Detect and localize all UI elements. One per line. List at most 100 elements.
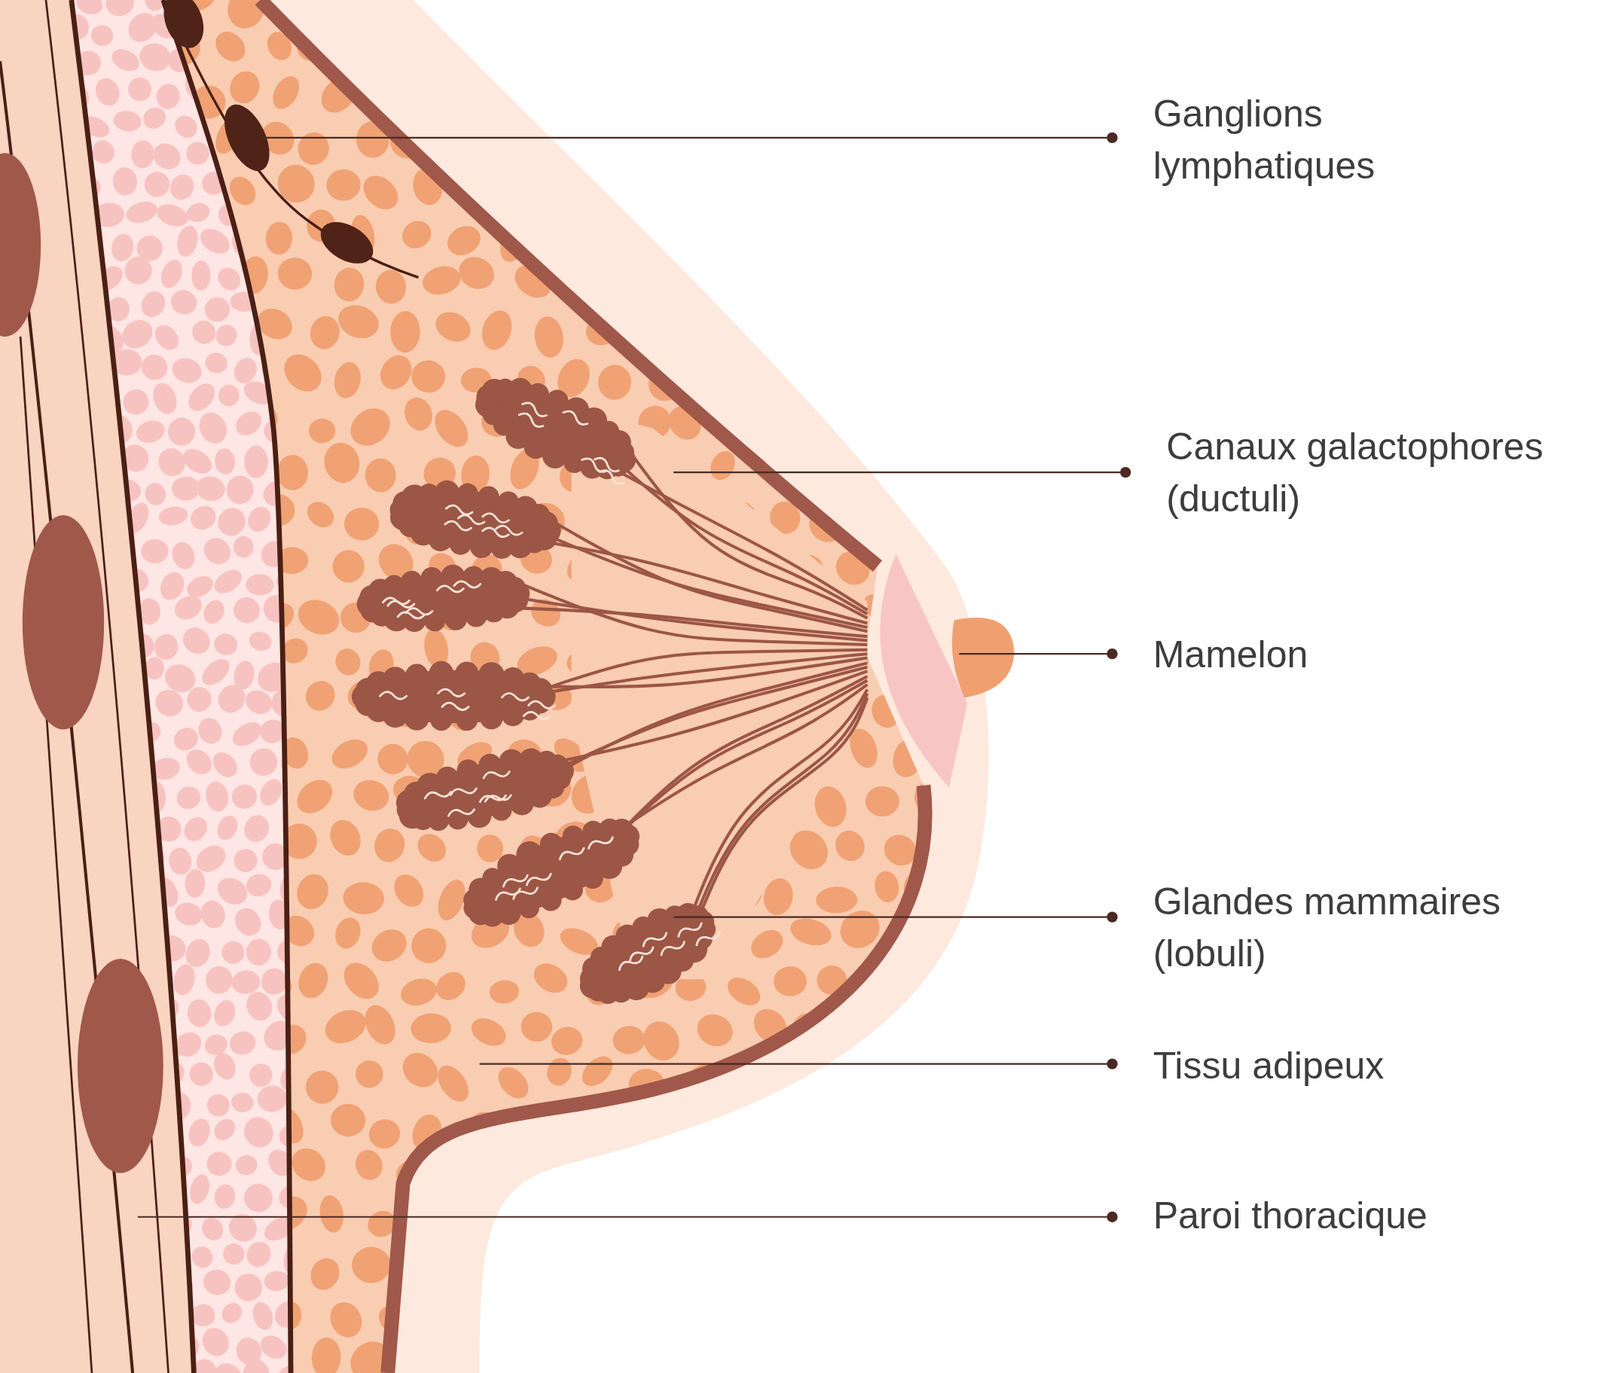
pectoral-cell (64, 561, 93, 593)
leader-dot (1107, 133, 1117, 143)
fat-blob (818, 1251, 865, 1298)
muscle-oval (77, 958, 164, 1173)
fat-blob (670, 215, 710, 246)
fat-blob (276, 909, 321, 953)
fat-blob (685, 345, 733, 393)
fat-blob (774, 1150, 815, 1190)
fat-blob (738, 167, 781, 210)
fat-blob (955, 1051, 1005, 1100)
fat-blob (127, 1214, 163, 1241)
pectoral-cell (190, 1303, 217, 1329)
lobule-highlight (586, 833, 614, 852)
fat-blob (912, 1239, 957, 1284)
muscle-oval (22, 515, 104, 730)
lobule-highlight (617, 952, 645, 973)
fat-blob (818, 319, 852, 355)
pectoral-cell (108, 1273, 141, 1306)
pectoral-cell (118, 384, 155, 420)
fat-blob (576, 1050, 619, 1093)
fat-blob (155, 671, 208, 719)
pectoral-cell (213, 447, 237, 477)
fat-blob (654, 0, 697, 13)
pectoral-cell (72, 534, 104, 568)
fat-blob (326, 733, 373, 775)
leader-dot (1107, 649, 1117, 659)
fat-blob (442, 220, 486, 262)
fat-blob (619, 122, 657, 159)
pectoral-cell (170, 591, 206, 625)
pectoral-cell (36, 472, 78, 513)
leader-line (479, 1063, 1113, 1066)
fat-blob (453, 1296, 499, 1338)
lobule-highlight (525, 870, 553, 888)
pectoral-cell (48, 168, 82, 204)
fat-blob (200, 871, 245, 913)
pectoral-cell (92, 865, 130, 901)
lobule-highlight (495, 525, 523, 536)
fat-blob (528, 957, 574, 999)
fat-blob (924, 446, 965, 486)
areola (879, 553, 968, 788)
pectoral-cell (78, 846, 107, 871)
pectoral-cell (61, 628, 95, 666)
pectoral-cell (40, 1143, 76, 1179)
fat-blob (899, 110, 949, 156)
fat-blob (745, 924, 788, 965)
lobule-bump (455, 709, 478, 732)
pectoral-cell (119, 997, 152, 1030)
fat-blob (745, 1285, 780, 1332)
fat-blob (956, 1163, 998, 1202)
fat-blob (675, 1242, 725, 1290)
fat-blob (232, 1108, 262, 1134)
pectoral-cell (157, 256, 187, 292)
lobule (388, 735, 583, 848)
fat-blob (610, 268, 636, 297)
fat-blob (170, 170, 215, 208)
fat-blob (950, 1245, 984, 1284)
pectoral-cell (86, 1053, 120, 1088)
fat-blob (320, 1004, 372, 1050)
lobule-bump (488, 534, 515, 561)
pectoral-cell (91, 261, 128, 297)
pectoral-cell (108, 1150, 142, 1185)
fat-blob (292, 870, 334, 915)
fat-blob (907, 1157, 941, 1192)
fat-blob (199, 973, 235, 1012)
fat-blob (763, 1065, 805, 1104)
lobule-highlight (558, 844, 586, 862)
pectoral-cell (61, 1113, 95, 1146)
fat-blob (429, 1344, 481, 1373)
fat-blob (531, 1153, 578, 1200)
fat-blob (698, 75, 733, 115)
pectoral-cell (247, 745, 281, 779)
pectoral-cell (167, 846, 194, 877)
fat-blob (547, 1205, 587, 1246)
pectoral-cell (149, 379, 181, 418)
fat-blob (543, 1289, 590, 1329)
lobule-highlight (501, 693, 529, 701)
pectoral-cell (133, 1335, 164, 1359)
part-label: Tissu adipeux (1153, 1040, 1385, 1093)
pectoral-cell (45, 1329, 87, 1370)
fat-blob (126, 1297, 166, 1344)
fat-blob (219, 1007, 264, 1045)
lymph-node (156, 0, 211, 54)
pectoral-cell (243, 502, 275, 536)
pectoral-cell (194, 407, 233, 449)
fat-blob (351, 1056, 388, 1094)
pectoral-cell (219, 938, 247, 966)
lobule-highlight (382, 596, 410, 606)
fat-blob (599, 1300, 634, 1328)
fat-blob (961, 504, 995, 539)
fat-blob (853, 489, 902, 539)
pectoral-cell (68, 1051, 94, 1084)
pectoral-cell (151, 1056, 189, 1091)
fat-blob (436, 1151, 472, 1194)
pectoral-cell (138, 351, 171, 383)
lobule-bump (464, 604, 489, 629)
lobule-bump (543, 752, 571, 780)
pectoral-cell (43, 105, 78, 141)
pectoral-cell (97, 1244, 126, 1274)
pectoral-cell (85, 1273, 104, 1302)
